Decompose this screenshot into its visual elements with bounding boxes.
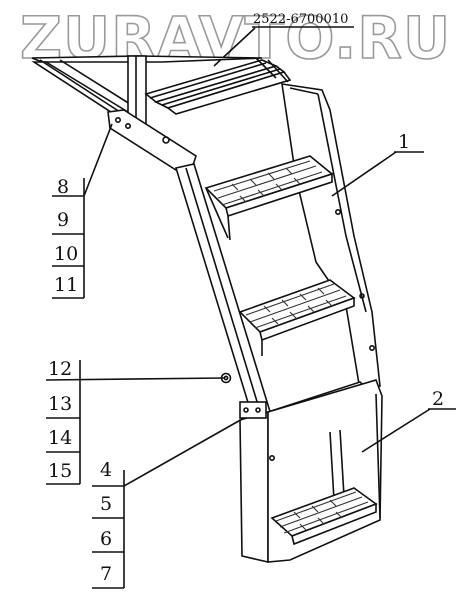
callout-4: 4 (100, 459, 112, 481)
callout-10: 10 (54, 243, 78, 265)
callout-11: 11 (54, 274, 78, 296)
callout-14: 14 (48, 427, 72, 449)
callout-6: 6 (100, 528, 112, 550)
callout-stack-12-15 (45, 360, 225, 485)
callout-12: 12 (48, 358, 72, 380)
step-tread-4 (270, 487, 378, 546)
callout-12-leader (45, 377, 225, 381)
callout-15: 15 (48, 460, 72, 482)
callout-stack-8-11 (52, 123, 113, 299)
right-stringer (281, 83, 381, 391)
callout-2-leader (361, 408, 431, 453)
callout-1-leader (331, 151, 397, 197)
step-tread-1 (204, 155, 334, 241)
callout-13: 13 (48, 393, 72, 415)
callout-1: 1 (398, 131, 410, 153)
callout-2: 2 (432, 388, 444, 410)
top-mounting-bracket (107, 109, 197, 175)
upper-platform (31, 55, 292, 127)
callout-5: 5 (100, 493, 112, 515)
callout-8-leader (83, 123, 113, 197)
callout-9: 9 (57, 209, 69, 231)
callout-8: 8 (57, 176, 69, 198)
part-number-label: 2522-6700010 (253, 12, 348, 27)
step-tread-2 (238, 279, 356, 356)
lower-clamp-bracket (239, 401, 267, 419)
callout-7: 7 (100, 563, 112, 585)
callout-stack-4-7 (92, 417, 245, 589)
callout-4-leader (123, 417, 245, 487)
